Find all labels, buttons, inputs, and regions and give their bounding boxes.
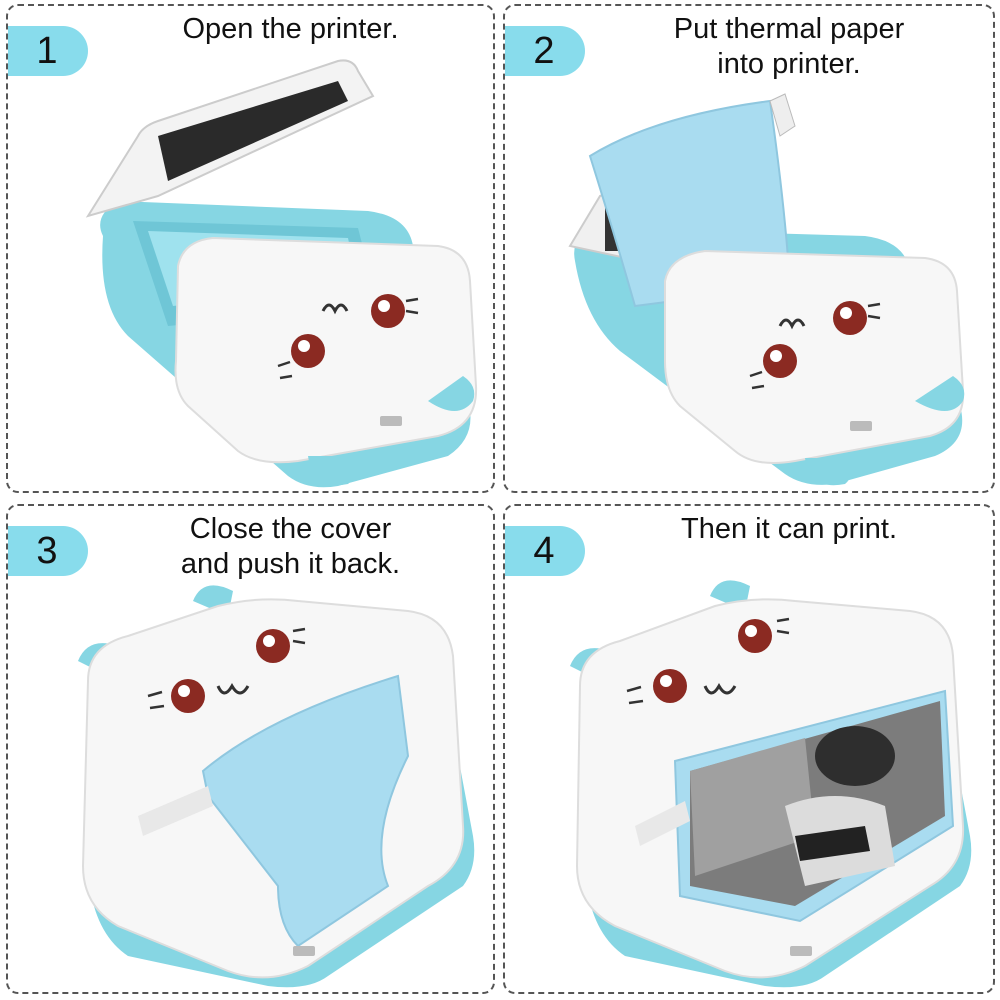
step-2-panel: 2 Put thermal paper into printer. <box>503 4 995 493</box>
printer-printing-illustration <box>570 580 972 988</box>
printer-paper-illustration <box>568 93 965 486</box>
step-caption: Close the cover and push it back. <box>98 512 483 582</box>
printer-open-illustration <box>85 59 478 488</box>
step-number-badge: 1 <box>8 26 88 76</box>
step-caption: Then it can print. <box>595 512 983 547</box>
step-caption: Open the printer. <box>98 12 483 47</box>
step-number-badge: 3 <box>8 526 88 576</box>
step-number-badge: 4 <box>505 526 585 576</box>
step-3-panel: 3 Close the cover and push it back. <box>6 504 495 994</box>
caption-line: Then it can print. <box>681 513 897 545</box>
printer-closed-illustration <box>78 585 475 988</box>
step-4-panel: 4 Then it can print. <box>503 504 995 994</box>
caption-line: Open the printer. <box>182 13 399 45</box>
caption-line: Close the cover <box>189 513 392 545</box>
caption-line: Put thermal paper <box>673 13 905 45</box>
caption-line: and push it back. <box>180 548 401 580</box>
step-number-badge: 2 <box>505 26 585 76</box>
step-caption: Put thermal paper into printer. <box>595 12 983 82</box>
caption-line: into printer. <box>717 48 861 80</box>
step-1-panel: 1 Open the printer. <box>6 4 495 493</box>
